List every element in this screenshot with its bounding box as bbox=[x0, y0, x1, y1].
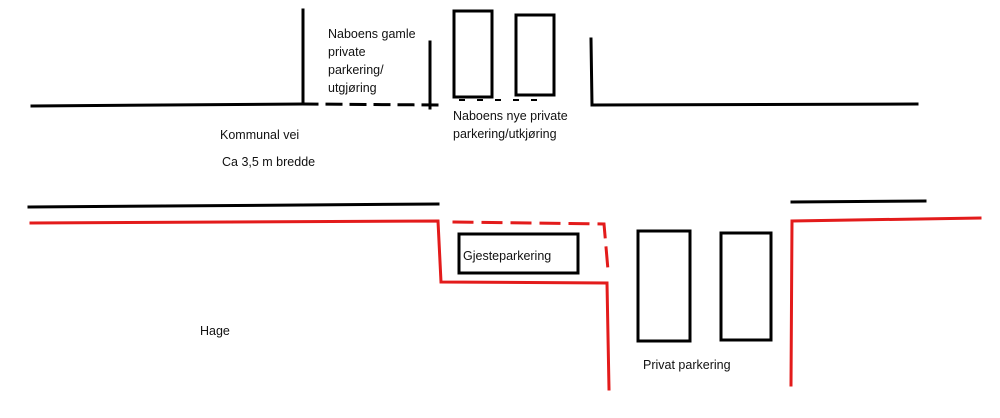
neighbor-new-parking-line-1: Naboens nye private bbox=[453, 109, 568, 123]
private-parking-box-1 bbox=[636, 229, 692, 343]
neighbor-old-parking-line-1: Naboens gamle bbox=[328, 27, 416, 41]
road-name-label: Kommunal vei bbox=[220, 128, 300, 142]
neighbor-old-parking-line-4: utgjøring bbox=[328, 81, 377, 95]
neighbor-old-parking-line-2: private bbox=[328, 45, 366, 59]
private-parking-label: Privat parkering bbox=[643, 358, 731, 372]
road-edge-top-left bbox=[30, 102, 305, 108]
road-edge-bottom-left bbox=[27, 202, 440, 209]
garden-label: Hage bbox=[200, 324, 230, 338]
neighbor-parking-box-2 bbox=[514, 13, 556, 97]
neighbor-new-parking-label: Naboens nye private parkering/utkjøring bbox=[453, 107, 568, 143]
neighbor-old-parking-label: Naboens gamle private parkering/ utgjøri… bbox=[328, 25, 416, 97]
guest-parking-box bbox=[457, 232, 580, 275]
road-edge-top-right bbox=[590, 102, 919, 107]
private-parking-box-2 bbox=[719, 231, 773, 342]
driveway-post-right bbox=[589, 37, 594, 107]
road-edge-bottom-right bbox=[790, 199, 927, 204]
road-width-label: Ca 3,5 m bredde bbox=[222, 155, 316, 169]
property-boundary-left bbox=[29, 219, 611, 391]
neighbor-old-parking-line-3: parkering/ bbox=[328, 63, 384, 77]
neighbor-parking-box-1 bbox=[452, 9, 494, 99]
old-driveway-dashed-edge bbox=[301, 102, 442, 107]
neighbor-new-parking-line-2: parkering/utkjøring bbox=[453, 127, 557, 141]
guest-parking-dashed-boundary bbox=[452, 220, 610, 272]
property-boundary-right bbox=[789, 216, 982, 387]
guest-parking-label: Gjesteparkering bbox=[463, 249, 552, 263]
